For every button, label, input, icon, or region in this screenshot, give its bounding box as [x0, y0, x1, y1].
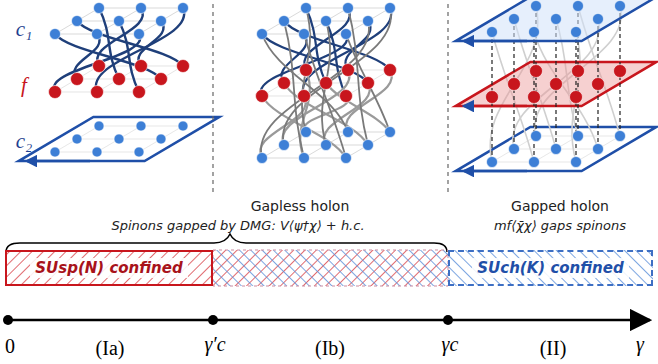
- phase-note: Spinons gapped by DMG: V⟨ψ†χ⟩ + h.c.: [111, 219, 364, 233]
- axis-tick-label: 0: [5, 335, 15, 357]
- phase-name: (Ib): [315, 337, 345, 359]
- phase-band: SUch(K) confined: [448, 250, 653, 286]
- phase-note: mf⟨χ̄χ⟩ gaps spinons: [494, 219, 626, 233]
- layer-label: f: [21, 74, 27, 97]
- layer-label: c₂: [16, 130, 33, 153]
- phase-band-label: SUsp(N) confined: [30, 258, 187, 278]
- phase-band: SUsp(N) confined: [5, 250, 213, 286]
- phase-note: Gapless holon: [251, 199, 350, 214]
- phase-note: Gapped holon: [511, 199, 609, 214]
- phase-name: (Ia): [96, 337, 125, 359]
- phase-band-label: SUch(K) confined: [472, 258, 628, 278]
- layer-label: c₁: [16, 18, 33, 41]
- axis-title: γ: [636, 333, 644, 355]
- axis-tick-label: γ′c: [204, 333, 225, 355]
- axis-tick-label: γc: [442, 333, 459, 355]
- phase-name: (II): [540, 337, 567, 359]
